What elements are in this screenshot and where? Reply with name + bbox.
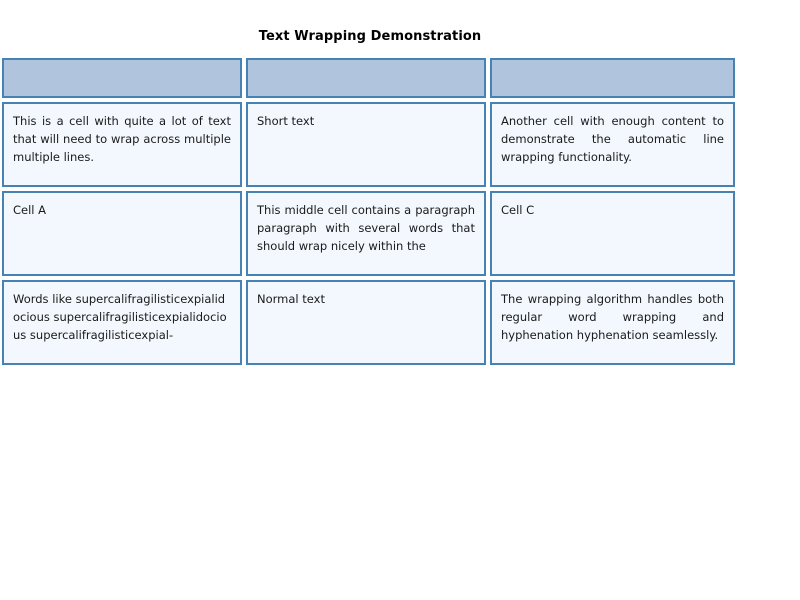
table-cell-text: Normal text [257,292,325,306]
table-cell-text: This middle cell contains a paragraph pa… [257,203,475,254]
table-cell: Short text [246,102,486,187]
table-cell-text: Cell C [501,203,535,217]
table-cell: Cell C [490,191,735,276]
table-body: This is a cell with quite a lot of text … [2,102,735,365]
table-cell: This is a cell with quite a lot of text … [2,102,242,187]
table-header-cell-1 [2,58,242,98]
table-cell: Another cell with enough content to demo… [490,102,735,187]
table-cell-text: Short text [257,114,315,128]
table-header-label-2 [248,60,484,68]
table-row: Cell A This middle cell contains a parag… [2,191,735,276]
table-header-cell-2 [246,58,486,98]
table-cell-text: Cell A [13,203,47,217]
table-cell-text: This is a cell with quite a lot of text … [13,114,231,165]
page-title: Text Wrapping Demonstration [258,29,482,44]
table-cell: The wrapping algorithm handles both regu… [490,280,735,365]
table-cell-text: The wrapping algorithm handles both regu… [501,292,724,343]
table-cell-text: Another cell with enough content to demo… [501,114,724,165]
table-header-cell-3 [490,58,735,98]
table-row: This is a cell with quite a lot of text … [2,102,735,187]
table-cell: Cell A [2,191,242,276]
table-header-label-1 [4,60,240,68]
text-wrapping-table: This is a cell with quite a lot of text … [0,54,739,369]
table-header [2,58,735,98]
table-cell: This middle cell contains a paragraph pa… [246,191,486,276]
table-header-label-3 [492,60,733,68]
table-row: Words like supercalifragilisticexpialido… [2,280,735,365]
table-cell: Normal text [246,280,486,365]
table-cell: Words like supercalifragilisticexpialido… [2,280,242,365]
table-cell-text: Words like supercalifragilisticexpialido… [13,292,227,343]
table-header-row [2,58,735,98]
